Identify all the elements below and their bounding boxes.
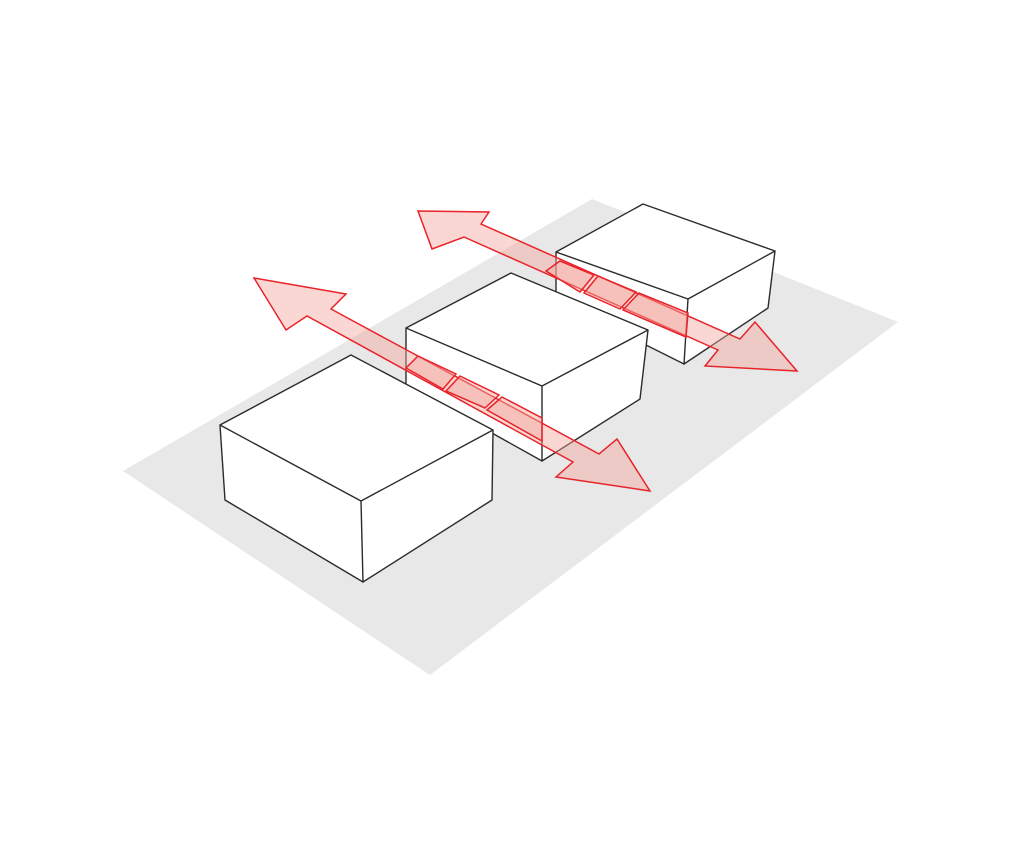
- passage-arrow-front-cell-3: [485, 396, 543, 443]
- building-block-middle-side-face: [542, 330, 648, 461]
- building-block-front-top: [220, 355, 493, 501]
- passage-arrow-back: [416, 210, 799, 372]
- building-block-back-top: [556, 204, 775, 299]
- building-block-front-front-face: [220, 425, 363, 582]
- passage-arrow-back-cell-3: [621, 292, 689, 339]
- passage-arrow-back-cell-1: [544, 260, 596, 293]
- passage-arrow-back-cell-2: [582, 275, 638, 310]
- passage-arrow-front-cell-1: [404, 355, 458, 390]
- building-block-middle-front-face: [406, 328, 542, 461]
- passage-arrow-back-body: [416, 210, 799, 372]
- building-block-middle: [405, 272, 649, 462]
- passage-arrow-front: [252, 276, 652, 492]
- building-block-middle-top: [406, 273, 648, 386]
- building-block-back-side-face: [684, 251, 775, 364]
- passage-arrow-front-cell-2: [444, 375, 501, 409]
- building-block-front-side-face: [361, 430, 493, 582]
- building-block-front: [219, 354, 494, 583]
- building-block-front-vertical-edge: [360, 500, 364, 583]
